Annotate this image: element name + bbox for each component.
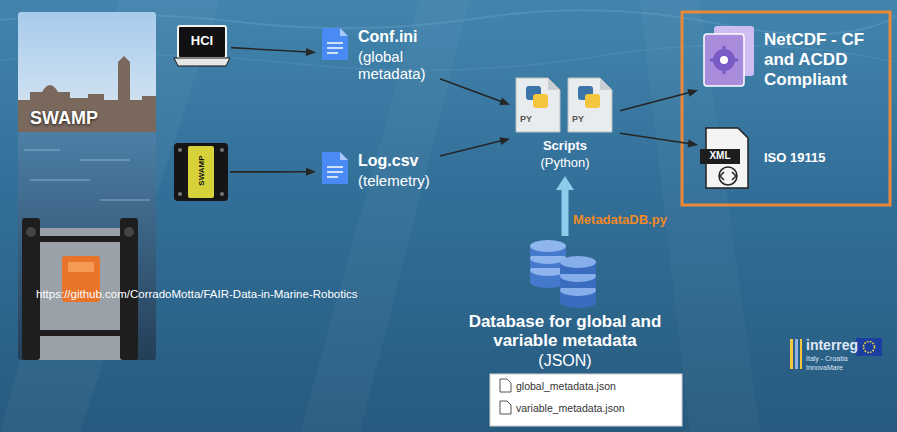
output-frame	[682, 12, 890, 205]
database-node: Database for global and variable metadat…	[450, 238, 680, 374]
node-title: global_metadata.json	[516, 379, 676, 393]
python-file-icon	[516, 78, 560, 132]
logo-text: Italy - Croatia	[806, 355, 856, 363]
document-icon	[322, 152, 348, 184]
file-node: Conf.ini (global metadata)	[318, 26, 438, 86]
connector	[562, 187, 569, 236]
arrow-head	[499, 98, 510, 106]
node-title: HCI	[175, 33, 229, 48]
logo-text: InnovaMare	[806, 364, 856, 372]
laptop-node: HCI	[175, 24, 229, 68]
arrow-head	[306, 48, 316, 56]
photo-panel: SWAMP	[18, 12, 156, 360]
vehicle-photo	[18, 12, 156, 360]
database-icon	[530, 240, 596, 308]
node-subtitle: (Python)	[512, 155, 618, 170]
url-text: https://github.com/CorradoMotta/FAIR-Dat…	[36, 288, 456, 301]
connector	[230, 171, 308, 173]
file-node: Log.csv (telemetry)	[318, 150, 438, 193]
connector	[620, 133, 690, 144]
document-icon	[322, 28, 348, 60]
node-subtitle: (telemetry)	[358, 172, 438, 189]
node-title: Database for global and variable metadat…	[450, 312, 680, 350]
output-node: NetCDF - CF and ACDD Compliant	[700, 22, 882, 110]
node-title: ISO 19115	[764, 150, 880, 165]
arrow-head	[688, 140, 698, 148]
node-subtitle: variable_metadata.json	[516, 401, 676, 415]
arrow-head	[556, 176, 574, 190]
script-node: Scripts (Python)	[512, 76, 618, 174]
xml-icon	[700, 128, 748, 188]
file-list-panel	[490, 374, 682, 426]
connector	[440, 79, 503, 102]
device-icon	[174, 143, 228, 201]
arrow-head	[499, 137, 510, 145]
logo-text: interreg	[806, 337, 856, 353]
node-subtitle: (JSON)	[450, 352, 680, 370]
connector	[440, 141, 502, 157]
node-subtitle: (global metadata)	[358, 48, 438, 82]
node-title: Log.csv	[358, 152, 438, 170]
connector	[231, 48, 308, 52]
device-node: SWAMP	[174, 143, 228, 201]
edge-label: MetadataDB.py	[573, 212, 667, 227]
laptop-icon	[174, 26, 230, 66]
node-title: SWAMP	[30, 108, 150, 129]
icon-text: PY	[520, 114, 542, 124]
netcdf-icon	[704, 26, 754, 86]
file-list: global_metadata.json variable_metadata.js…	[490, 374, 682, 426]
icon-text: XML	[700, 150, 740, 162]
node-title: Conf.ini	[358, 28, 438, 46]
node-title: Scripts	[512, 138, 618, 153]
python-file-icon	[568, 78, 612, 132]
connector	[620, 92, 690, 110]
arrow-head	[306, 168, 316, 176]
node-title: SWAMP	[197, 151, 206, 191]
icon-text: PY	[572, 114, 594, 124]
node-title: NetCDF - CF and ACDD Compliant	[764, 30, 880, 90]
arrow-head	[687, 89, 698, 97]
